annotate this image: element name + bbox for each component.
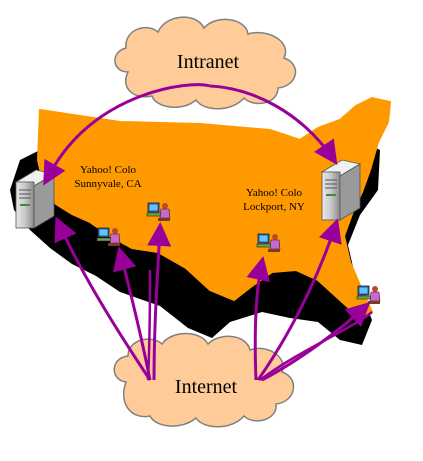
- cloud-icon: [114, 16, 297, 110]
- internet-west-user1-arrow: [112, 246, 152, 381]
- intranet-west-arrow: [43, 83, 211, 186]
- internet-label: Internet: [175, 376, 238, 398]
- internet-east-colo-arrow: [256, 218, 342, 381]
- user-southeast: [356, 285, 381, 304]
- user-at-computer-icon: [256, 233, 281, 252]
- east-datacenter: Yahoo! Colo Lockport, NY: [243, 159, 362, 221]
- internet-cloud: Internet: [113, 332, 295, 428]
- connection-arrows: [43, 83, 373, 382]
- user-central: [256, 233, 281, 252]
- internet-west-colo-arrow: [54, 216, 152, 381]
- user-at-computer-icon: [96, 227, 121, 246]
- east-datacenter-line2: Lockport, NY: [243, 201, 305, 213]
- internet-central-user-arrow: [246, 256, 270, 381]
- intranet-label: Intranet: [177, 51, 240, 73]
- west-datacenter-line2: Sunnyvale, CA: [74, 178, 141, 190]
- intranet-cloud: Intranet: [114, 16, 297, 110]
- user-west-1: [96, 227, 121, 246]
- intranet-east-arrow: [209, 84, 338, 165]
- server-tower-icon: [320, 159, 362, 221]
- internet-west-spare-arrow: [146, 269, 152, 381]
- internet-west-user2-arrow: [147, 222, 172, 381]
- user-at-computer-icon: [356, 285, 381, 304]
- user-west-2: [146, 202, 171, 221]
- east-datacenter-line1: Yahoo! Colo: [246, 187, 303, 199]
- west-datacenter-line1: Yahoo! Colo: [80, 164, 137, 176]
- user-at-computer-icon: [146, 202, 171, 221]
- server-tower-icon: [14, 169, 56, 229]
- internet-east-spare-arrow: [259, 311, 373, 382]
